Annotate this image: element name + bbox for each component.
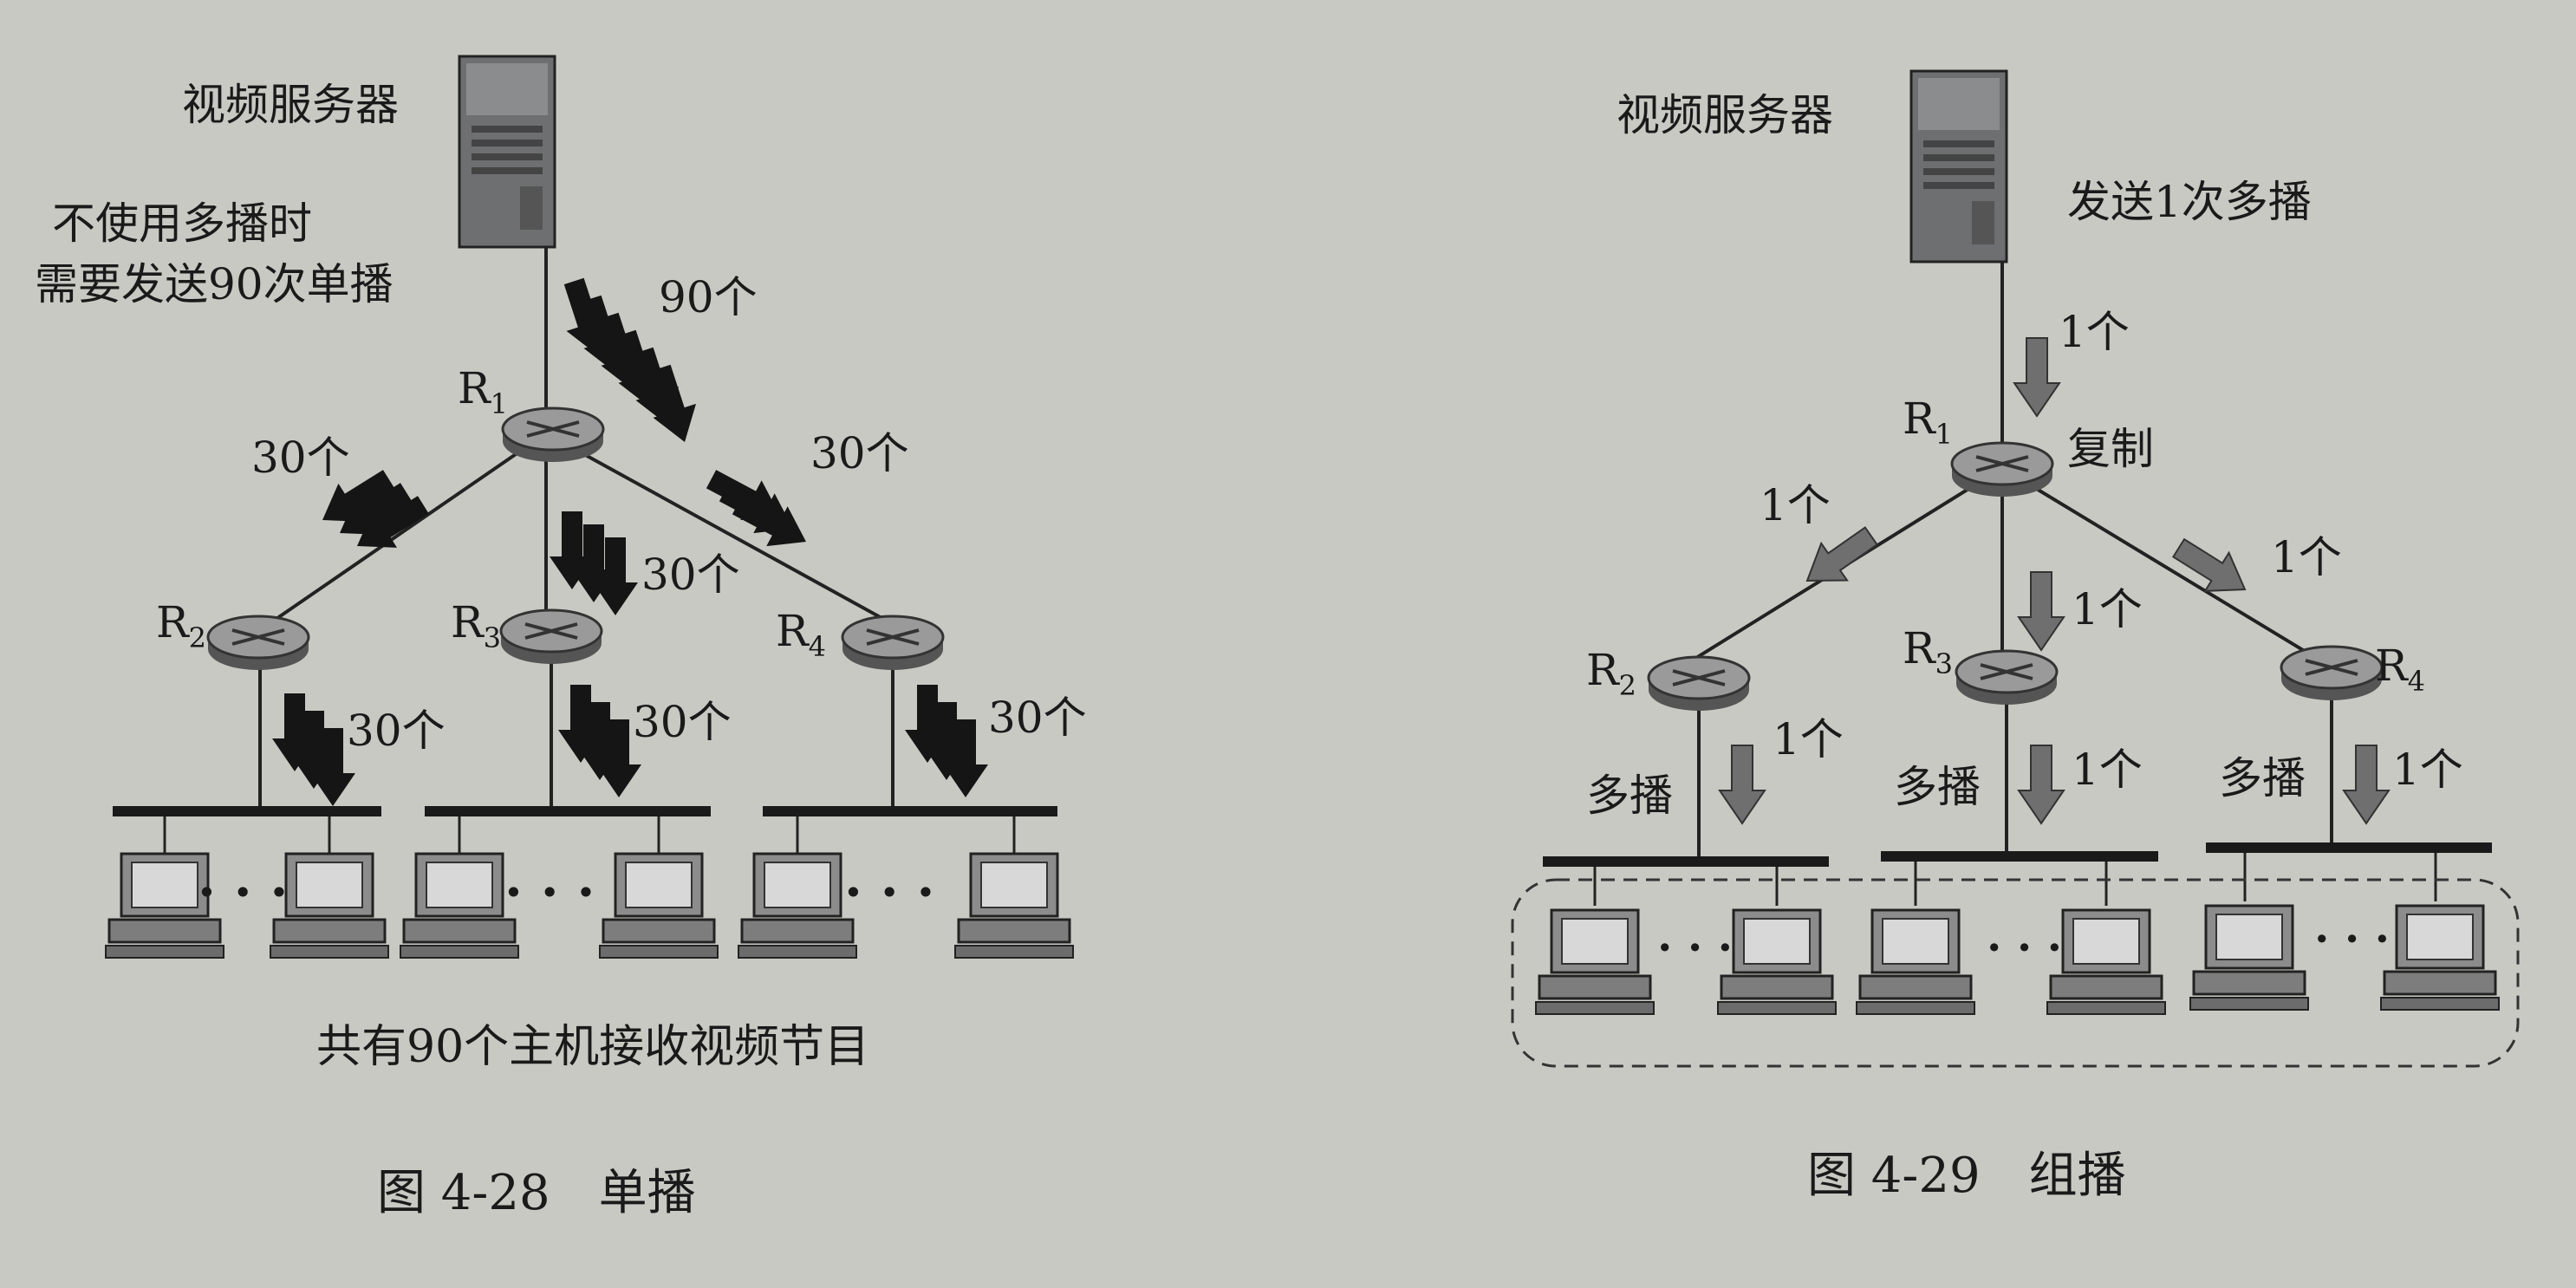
arrow-icon (550, 511, 638, 615)
server-label: 视频服务器 (182, 80, 399, 130)
multicast-group-boundary (1511, 878, 2520, 1068)
computer-icon (2046, 908, 2167, 1016)
svg-text:· · ·: · · · (2314, 913, 2390, 964)
note-line-2: 需要发送90次单播 (35, 259, 394, 309)
count-r3: 30个 (641, 550, 740, 600)
count-lan4: 1个 (2392, 745, 2463, 795)
server-label: 视频服务器 (1617, 90, 1833, 140)
count-r4: 1个 (2271, 532, 2342, 582)
svg-text:· · ·: · · · (1657, 921, 1733, 973)
count-lan3: 1个 (2072, 745, 2143, 795)
computer-icon (1716, 908, 1838, 1016)
router-icon (2280, 645, 2384, 702)
computer-icon (399, 852, 520, 959)
count-top: 90个 (659, 272, 758, 322)
multicast-label-lan3: 多播 (1894, 762, 1981, 812)
computer-icon (1534, 908, 1656, 1016)
arrow-icon (700, 459, 817, 562)
send-note: 发送1次多播 (2067, 177, 2312, 227)
computer-icon (2379, 904, 2501, 1012)
multicast-label-lan4: 多播 (2219, 753, 2306, 803)
router-r4-label: R4 (2375, 641, 2425, 698)
count-top: 1个 (2059, 307, 2130, 357)
bottom-note: 共有90个主机接收视频节目 (316, 1021, 869, 1073)
count-r3: 1个 (2072, 584, 2143, 634)
router-r3-label: R3 (1903, 623, 1953, 680)
count-r2: 30个 (251, 433, 350, 483)
router-r2-label: R2 (156, 597, 206, 654)
router-r3-label: R3 (451, 597, 501, 654)
server-icon (1909, 69, 2008, 263)
count-lan4: 30个 (988, 693, 1087, 743)
computer-icon (598, 852, 719, 959)
router-r1-label: R1 (1903, 394, 1953, 451)
figure-multicast: · · · · · · · · · 视频服务器 发送1次多播 1个 复制 1个 … (1511, 69, 2520, 1204)
server-icon (458, 55, 556, 249)
router-icon (206, 615, 310, 672)
count-r2: 1个 (1760, 480, 1831, 530)
figure-unicast: · · · · · · · · · (35, 55, 1087, 1221)
router-icon (1950, 441, 2054, 498)
multicast-label-lan2: 多播 (1586, 771, 1673, 821)
router-icon (1955, 649, 2059, 706)
router-r2-label: R2 (1586, 645, 1636, 702)
count-lan2: 30个 (347, 706, 446, 756)
computer-icon (737, 852, 858, 959)
router-icon (501, 407, 605, 464)
svg-text:· · ·: · · · (844, 862, 934, 923)
figure-caption: 图 4-29 组播 (1807, 1148, 2126, 1204)
router-icon (841, 615, 945, 672)
computer-icon (1855, 908, 1976, 1016)
computer-icon (2189, 904, 2310, 1012)
copy-label: 复制 (2067, 424, 2154, 474)
computer-icon (953, 852, 1075, 959)
svg-text:· · ·: · · · (504, 862, 595, 923)
count-lan3: 30个 (633, 697, 732, 747)
svg-text:· · ·: · · · (198, 862, 288, 923)
count-lan2: 1个 (1773, 714, 1844, 764)
router-icon (499, 608, 603, 666)
note-line-1: 不使用多播时 (52, 198, 312, 249)
figure-caption: 图 4-28 单播 (377, 1165, 696, 1221)
count-r4: 30个 (810, 428, 909, 478)
router-r4-label: R4 (776, 606, 826, 663)
svg-text:· · ·: · · · (1987, 921, 2062, 973)
router-icon (1647, 655, 1751, 712)
router-r1-label: R1 (458, 363, 508, 420)
